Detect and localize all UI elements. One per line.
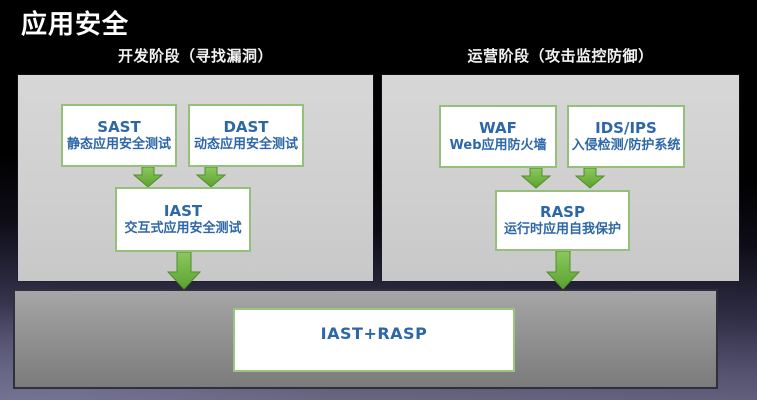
sast-label: 静态应用安全测试 [66,137,171,152]
rasp-node: RASP 运行时应用自我保护 [495,190,630,251]
iast-node: IAST 交互式应用安全测试 [115,187,251,252]
dast-node: DAST 动态应用安全测试 [188,104,304,167]
ids-ips-label: 入侵检测/防护系统 [571,138,681,153]
down-arrow-icon [166,251,202,290]
sast-node: SAST 静态应用安全测试 [61,104,177,167]
dev-phase-panel: SAST 静态应用安全测试 DAST 动态应用安全测试 IAST 交互式应用安全… [18,75,373,281]
down-arrow-icon [545,250,581,290]
dast-abbr: DAST [223,118,269,136]
ids-ips-abbr: IDS/IPS [595,119,657,137]
dev-phase-heading: 开发阶段（寻找漏洞） [117,47,273,65]
sast-abbr: SAST [97,118,141,136]
dast-label: 动态应用安全测试 [193,137,298,152]
waf-node: WAF Web应用防火墙 [439,105,557,168]
waf-label: Web应用防火墙 [449,138,547,153]
down-arrow-icon [520,167,552,189]
iast-label: 交互式应用安全测试 [124,221,242,236]
page-title: 应用安全 [21,10,130,40]
down-arrow-icon [132,166,164,188]
down-arrow-icon [574,167,606,189]
down-arrow-icon [195,166,227,188]
combined-bar: IAST+RASP [13,289,718,389]
ops-phase-heading: 运营阶段（攻击监控防御） [467,47,654,65]
rasp-abbr: RASP [540,203,585,221]
waf-abbr: WAF [479,119,517,137]
ids-ips-node: IDS/IPS 入侵检测/防护系统 [567,105,685,168]
rasp-label: 运行时应用自我保护 [503,222,621,237]
ops-phase-panel: WAF Web应用防火墙 IDS/IPS 入侵检测/防护系统 RASP 运行时应… [382,75,739,281]
iast-abbr: IAST [163,202,203,220]
iast-rasp-node: IAST+RASP [233,308,515,372]
